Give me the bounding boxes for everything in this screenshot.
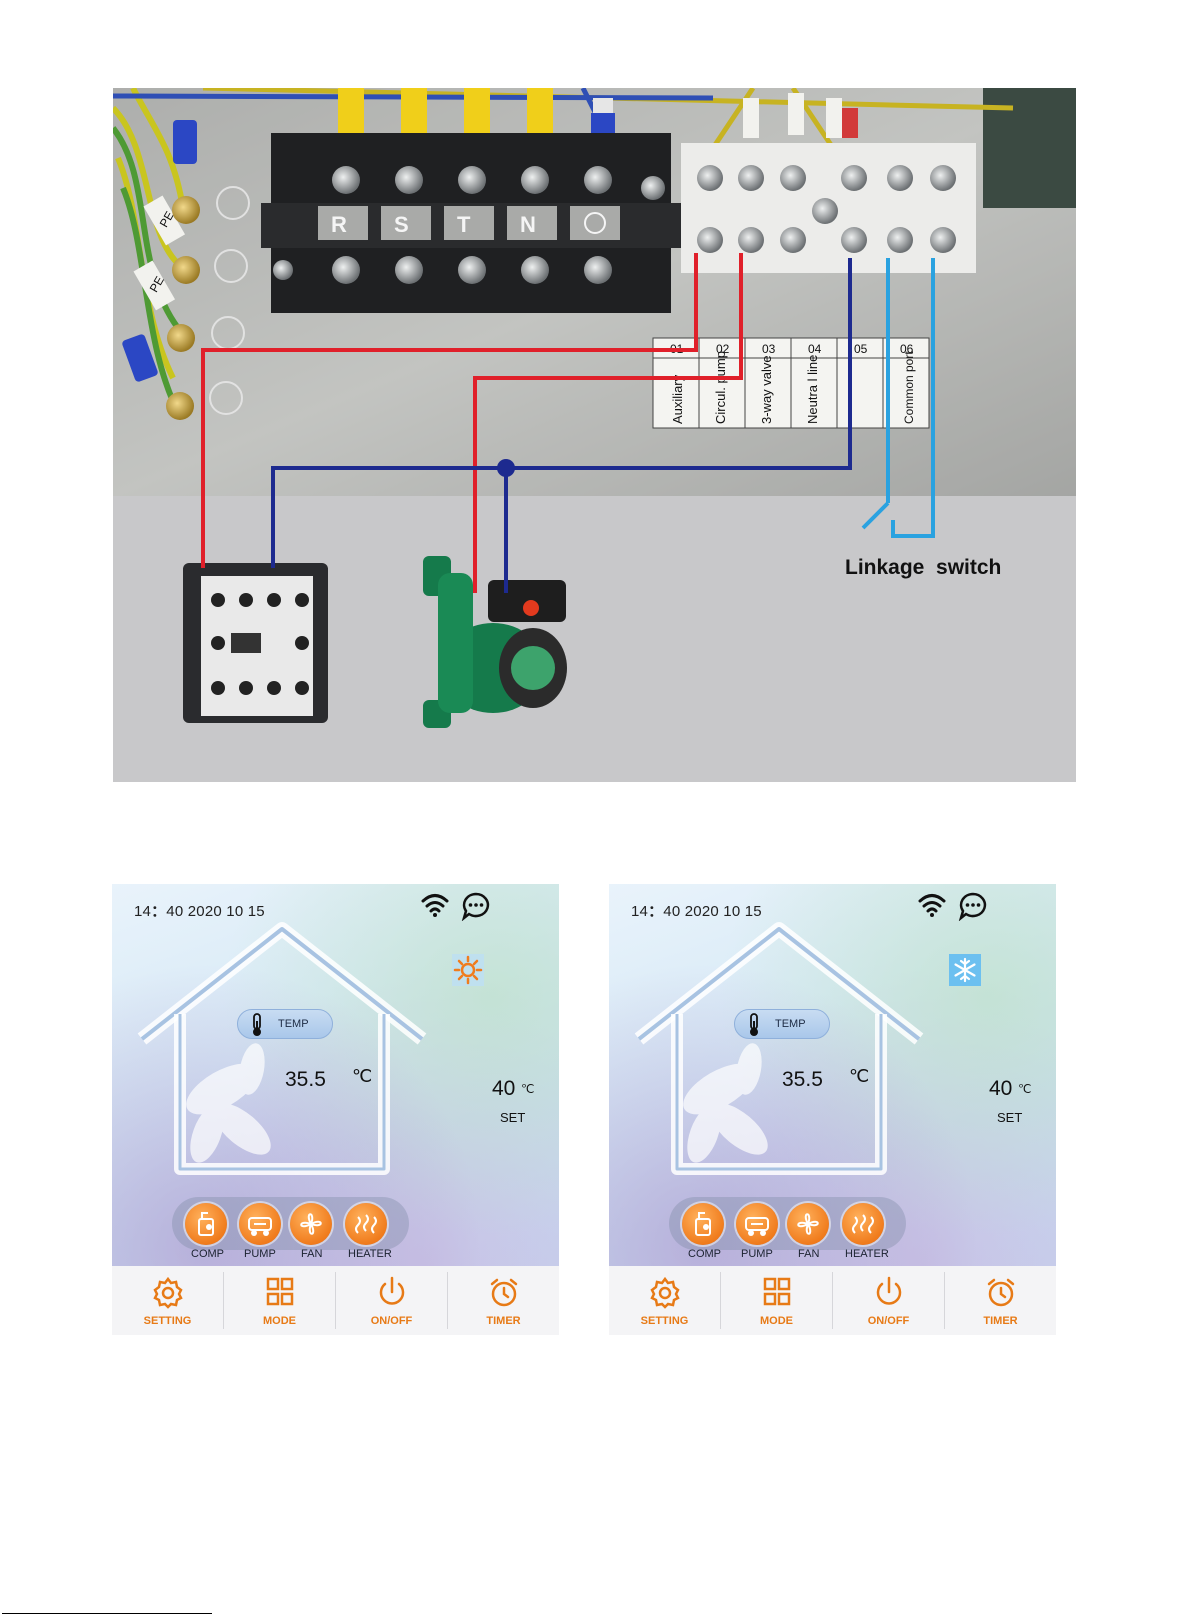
timer-label: TIMER <box>448 1315 559 1327</box>
mode-label: MODE <box>224 1315 335 1327</box>
thermometer-icon <box>250 1013 264 1037</box>
snowflake-icon <box>949 954 981 986</box>
device-label-comp: COMP <box>688 1248 721 1260</box>
mode-indicator <box>452 954 484 986</box>
setting-label: SETTING <box>609 1315 720 1327</box>
table-label: Common port <box>902 351 916 424</box>
pump-status-icon <box>239 1203 281 1245</box>
power-icon <box>374 1276 410 1310</box>
power-icon <box>871 1276 907 1310</box>
heater-status-icon <box>345 1203 387 1245</box>
device-label-fan: FAN <box>798 1248 819 1260</box>
setting-button[interactable]: SETTING <box>112 1266 223 1335</box>
fan-status-icon <box>290 1203 332 1245</box>
compressor-status-icon <box>185 1203 227 1245</box>
alarm-clock-icon <box>486 1276 522 1310</box>
table-label: Circul. pump <box>713 351 728 424</box>
bottom-nav-bar: SETTING MODE ON/OFF <box>609 1266 1056 1335</box>
fan-status-icon <box>787 1203 829 1245</box>
message-icon[interactable] <box>461 891 491 921</box>
terminal-letter: N <box>520 212 536 237</box>
set-temp-value[interactable]: 40 <box>492 1077 515 1101</box>
setting-button[interactable]: SETTING <box>609 1266 720 1335</box>
grid-icon <box>759 1276 795 1310</box>
temp-label: TEMP <box>278 1018 309 1030</box>
contactor-image <box>183 563 328 723</box>
set-temp-unit: ℃ <box>521 1082 534 1096</box>
hmi-screen-2: 14：40 2020 10 15 <box>609 884 1056 1335</box>
device-label-heater: HEATER <box>348 1248 392 1260</box>
datetime-display: 14：40 2020 10 15 <box>134 900 265 921</box>
bottom-nav-bar: SETTING MODE ON/OFF <box>112 1266 559 1335</box>
pump-status-icon <box>736 1203 778 1245</box>
gear-icon <box>150 1276 186 1310</box>
gear-icon <box>647 1276 683 1310</box>
thermometer-icon <box>747 1013 761 1037</box>
temp-label: TEMP <box>775 1018 806 1030</box>
onoff-label: ON/OFF <box>336 1315 447 1327</box>
current-temp-value: 35.5 <box>285 1068 326 1092</box>
table-label: Neutra l line <box>805 355 820 424</box>
current-temp-unit: ℃ <box>352 1066 372 1087</box>
table-number: 05 <box>854 342 868 356</box>
table-number: 04 <box>808 342 822 356</box>
set-temp-label: SET <box>500 1110 525 1125</box>
linkage-switch-label: Linkage switch <box>845 556 1001 579</box>
timer-button[interactable]: TIMER <box>448 1266 559 1335</box>
mode-button[interactable]: MODE <box>721 1266 832 1335</box>
timer-button[interactable]: TIMER <box>945 1266 1056 1335</box>
message-icon[interactable] <box>958 891 988 921</box>
alarm-clock-icon <box>983 1276 1019 1310</box>
datetime-display: 14：40 2020 10 15 <box>631 900 762 921</box>
table-label: 3-way valve <box>759 355 774 424</box>
sun-icon <box>452 954 484 986</box>
compressor-status-icon <box>682 1203 724 1245</box>
device-label-comp: COMP <box>191 1248 224 1260</box>
hmi-screen-1: 14：40 2020 10 15 <box>112 884 559 1335</box>
onoff-label: ON/OFF <box>833 1315 944 1327</box>
grid-icon <box>262 1276 298 1310</box>
set-temp-unit: ℃ <box>1018 1082 1031 1096</box>
set-temp-label: SET <box>997 1110 1022 1125</box>
terminal-letter: T <box>457 212 471 237</box>
table-label: Auxiliary <box>670 374 685 424</box>
house-outline-graphic <box>629 919 929 1184</box>
temp-label-pill: TEMP <box>734 1009 830 1039</box>
device-label-heater: HEATER <box>845 1248 889 1260</box>
circulation-pump-image <box>423 556 567 728</box>
wiring-diagram-photo: PE PE R S T N <box>113 88 1076 782</box>
mode-button[interactable]: MODE <box>224 1266 335 1335</box>
device-label-fan: FAN <box>301 1248 322 1260</box>
timer-label: TIMER <box>945 1315 1056 1327</box>
current-temp-value: 35.5 <box>782 1068 823 1092</box>
terminal-letter: R <box>331 212 347 237</box>
mode-label: MODE <box>721 1315 832 1327</box>
mode-indicator <box>949 954 981 986</box>
heater-status-icon <box>842 1203 884 1245</box>
table-number: 03 <box>762 342 776 356</box>
device-label-pump: PUMP <box>244 1248 276 1260</box>
temp-label-pill: TEMP <box>237 1009 333 1039</box>
footnote-rule <box>2 1613 212 1614</box>
onoff-button[interactable]: ON/OFF <box>833 1266 944 1335</box>
setting-label: SETTING <box>112 1315 223 1327</box>
onoff-button[interactable]: ON/OFF <box>336 1266 447 1335</box>
wifi-icon[interactable] <box>917 890 947 920</box>
set-temp-value[interactable]: 40 <box>989 1077 1012 1101</box>
device-label-pump: PUMP <box>741 1248 773 1260</box>
wifi-icon[interactable] <box>420 890 450 920</box>
current-temp-unit: ℃ <box>849 1066 869 1087</box>
house-outline-graphic <box>132 919 432 1184</box>
terminal-letter: S <box>394 212 409 237</box>
